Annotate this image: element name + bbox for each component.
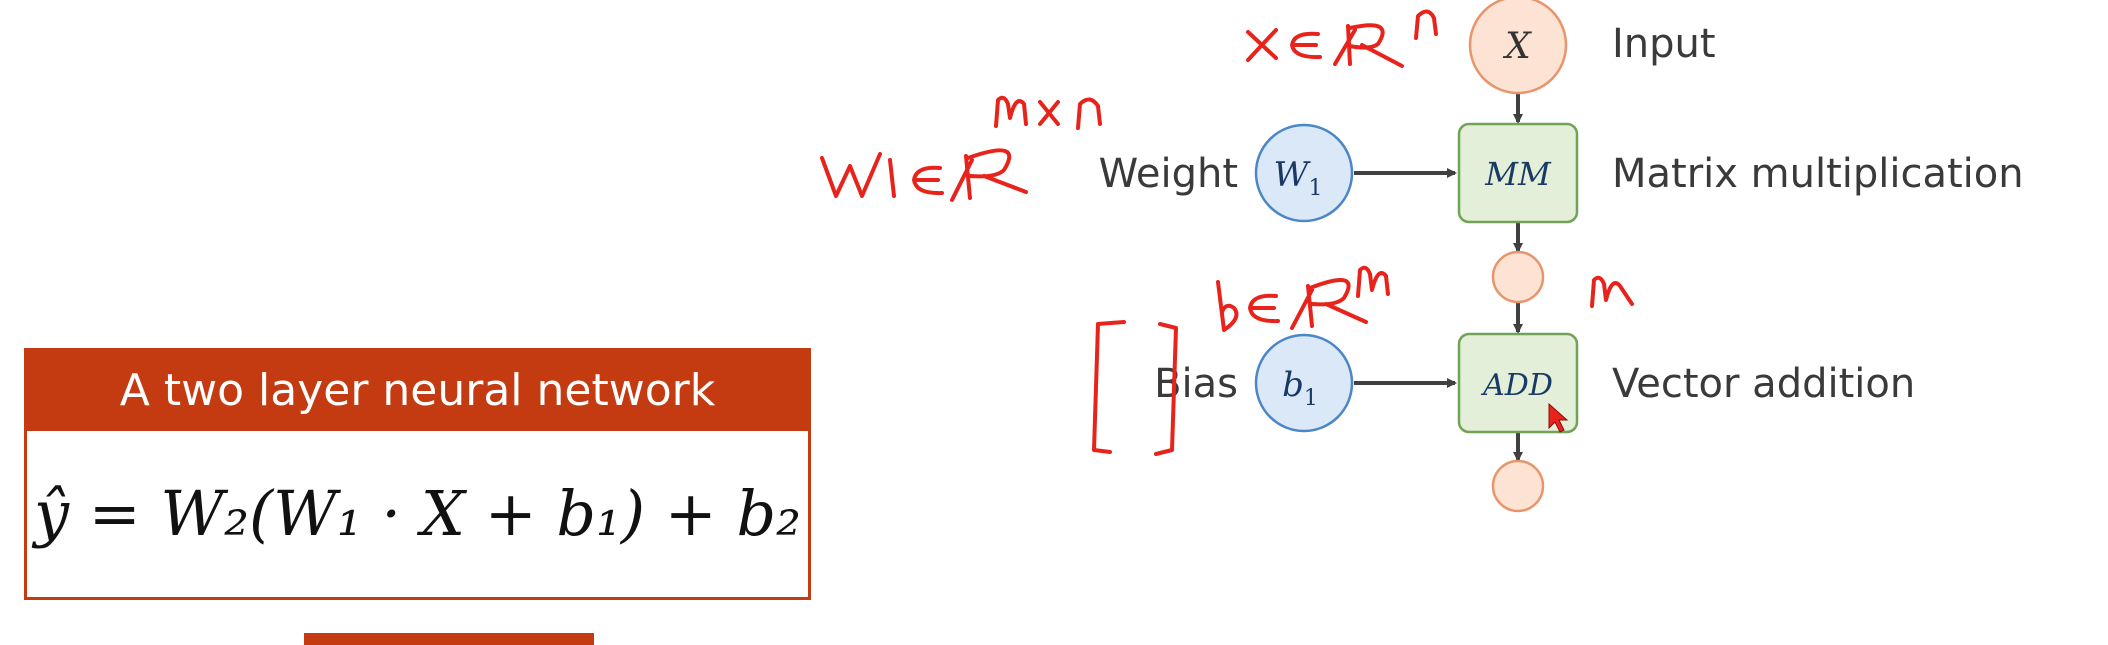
formula-box: A two layer neural network ŷ = W₂(W₁ · X… <box>24 348 811 645</box>
hidden-node <box>1491 250 1545 304</box>
handwritten-m <box>1590 275 1634 308</box>
svg-text:W1: W1 <box>1274 155 1323 201</box>
input-node: X <box>1468 0 1568 95</box>
svg-text:MM: MM <box>1484 155 1552 193</box>
handwritten-b-space <box>1216 265 1390 332</box>
formula-underline-highlight <box>304 633 594 645</box>
matmul-node: MM <box>1457 122 1579 224</box>
weight-label: Weight <box>1099 151 1238 197</box>
handwritten-x-space <box>1246 9 1438 68</box>
bias-label: Bias <box>1154 361 1238 407</box>
mouse-cursor <box>1548 402 1569 433</box>
matmul-label: Matrix multiplication <box>1612 151 2024 197</box>
output-node <box>1491 459 1545 513</box>
formula-body: ŷ = W₂(W₁ · X + b₁) + b₂ <box>27 431 808 645</box>
handwritten-vector-brackets <box>1092 320 1178 456</box>
formula-title: A two layer neural network <box>27 351 808 431</box>
add-label: Vector addition <box>1612 361 1915 407</box>
svg-text:ADD: ADD <box>1480 368 1553 403</box>
diagram-edges <box>1354 92 1523 462</box>
svg-text:b1: b1 <box>1282 365 1318 411</box>
add-node: ADD <box>1457 332 1579 434</box>
input-label: Input <box>1612 21 1716 67</box>
svg-text:X: X <box>1502 26 1532 67</box>
bias-node: b1 <box>1254 333 1354 433</box>
formula-equation: ŷ = W₂(W₁ · X + b₁) + b₂ <box>33 477 801 550</box>
handwritten-w-space <box>820 95 1102 202</box>
weight-node: W1 <box>1254 123 1354 223</box>
